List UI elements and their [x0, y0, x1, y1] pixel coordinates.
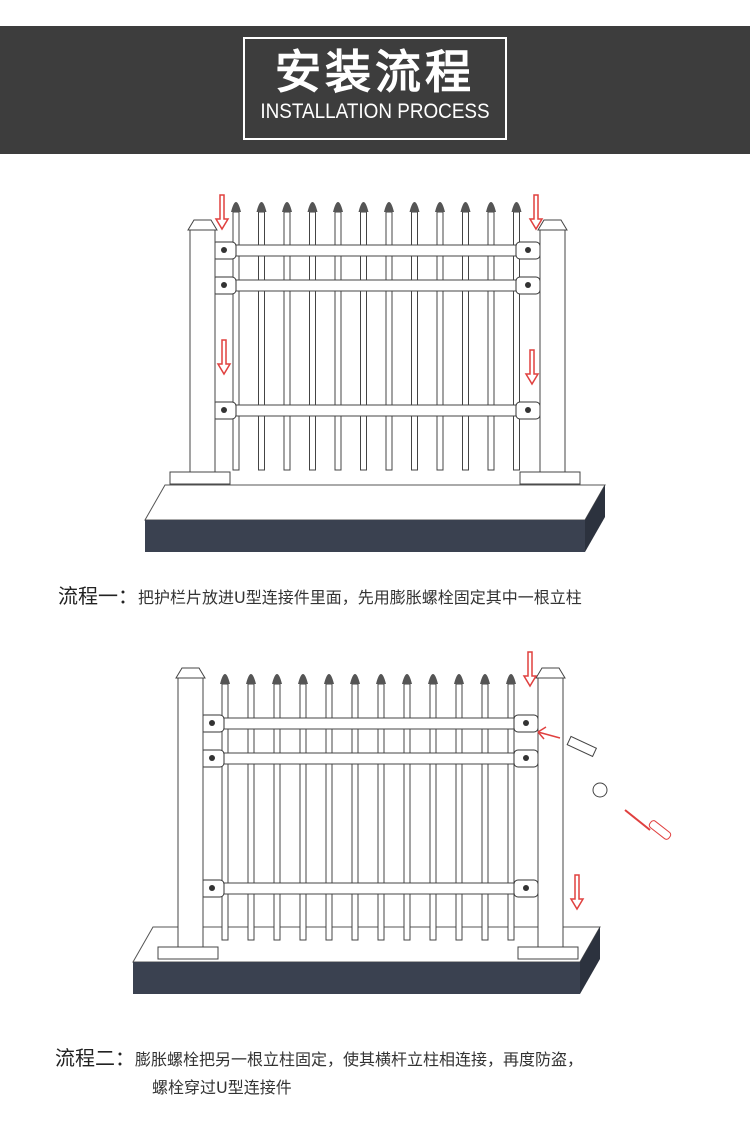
bolt-hole — [221, 282, 227, 288]
picket-spear-tip — [460, 202, 471, 212]
step-1-text: 把护栏片放进U型连接件里面，先用膨胀螺栓固定其中一根立柱 — [138, 588, 582, 607]
screw-head-icon — [592, 782, 608, 798]
bolt-hole — [209, 885, 215, 891]
step-2-label: 流程二： — [55, 1046, 135, 1070]
picket-spear-tip — [428, 674, 438, 684]
slab-side — [580, 927, 600, 994]
post-cap — [535, 667, 566, 679]
post-cap — [537, 219, 568, 231]
base-plate — [519, 471, 581, 485]
bolt-hole — [525, 407, 531, 413]
header-banner: 安装流程 INSTALLATION PROCESS — [0, 26, 750, 154]
fence-post — [189, 229, 216, 481]
slab-top — [144, 484, 606, 521]
picket-spear-tip — [333, 202, 343, 212]
fence-illustration-step-1 — [144, 194, 606, 552]
bolt-hole — [523, 755, 529, 761]
base-plate — [157, 946, 219, 960]
bolt-hole — [523, 720, 529, 726]
picket-spear-tip — [298, 674, 308, 684]
picket-spear-tip — [506, 674, 516, 684]
step-2-text-line2: 螺栓穿过U型连接件 — [152, 1078, 292, 1097]
fence-rail — [214, 404, 541, 417]
fence-rail — [202, 717, 539, 730]
picket-spear-tip — [435, 202, 445, 212]
post-cap — [187, 219, 218, 231]
fence-rail — [214, 244, 541, 257]
picket-spear-tip — [454, 674, 464, 684]
red-arrow-icon — [214, 194, 230, 231]
bolt-hole — [523, 885, 529, 891]
step-1-label: 流程一： — [58, 584, 138, 608]
slab-front — [133, 962, 580, 994]
bolt-hole — [525, 282, 531, 288]
slab-front — [145, 520, 585, 552]
fence-post — [539, 229, 566, 481]
picket-spear-tip — [480, 674, 490, 684]
red-arrow-icon — [216, 339, 232, 376]
step-2-caption: 流程二：膨胀螺栓把另一根立柱固定，使其横杆立柱相连接，再度防盗， 螺栓穿过U型连… — [55, 1044, 583, 1102]
bolt-hole — [221, 247, 227, 253]
picket-spear-tip — [486, 202, 496, 212]
picket-spear-tip — [272, 674, 282, 684]
picket-spear-tip — [402, 674, 412, 684]
bolt-hole — [209, 720, 215, 726]
base-plate — [517, 946, 579, 960]
picket-spear-tip — [376, 674, 386, 684]
picket-spear-tip — [246, 674, 256, 684]
fence-illustration-step-2 — [132, 651, 672, 994]
page-title: 安装流程 — [275, 45, 475, 99]
page-subtitle: INSTALLATION PROCESS — [260, 100, 490, 123]
bolt-hole — [525, 247, 531, 253]
fence-post — [177, 677, 204, 956]
base-plate — [169, 471, 231, 485]
red-arrow-icon — [524, 349, 540, 386]
picket-spear-tip — [220, 674, 230, 684]
picket-spear-tip — [231, 202, 241, 212]
picket-spear-tip — [511, 202, 522, 212]
bolt-hole — [209, 755, 215, 761]
post-cap — [175, 667, 206, 679]
fence-rail — [202, 752, 539, 765]
slab-side — [585, 485, 605, 552]
fence-rail — [214, 279, 541, 292]
picket-spear-tip — [409, 202, 420, 212]
picket-spear-tip — [282, 202, 292, 212]
red-arrow-icon — [569, 874, 585, 911]
red-arrow-icon — [522, 651, 538, 688]
bolt-hole — [221, 407, 227, 413]
picket-spear-tip — [350, 674, 360, 684]
step-2-text: 膨胀螺栓把另一根立柱固定，使其横杆立柱相连接，再度防盗， — [135, 1050, 584, 1069]
picket-spear-tip — [324, 674, 334, 684]
picket-spear-tip — [384, 202, 394, 212]
step-1-caption: 流程一：把护栏片放进U型连接件里面，先用膨胀螺栓固定其中一根立柱 — [58, 582, 582, 612]
fence-rail — [202, 882, 539, 895]
title-box: 安装流程 INSTALLATION PROCESS — [243, 37, 507, 140]
picket-spear-tip — [358, 202, 369, 212]
red-arrow-icon — [537, 726, 561, 740]
picket-spear-tip — [256, 202, 267, 212]
picket-spear-tip — [307, 202, 318, 212]
screwdriver-icon — [648, 820, 672, 840]
red-arrow-icon — [528, 194, 544, 231]
fence-post — [537, 677, 564, 956]
bolt-icon — [566, 735, 598, 758]
screwdriver-shaft — [624, 809, 651, 831]
